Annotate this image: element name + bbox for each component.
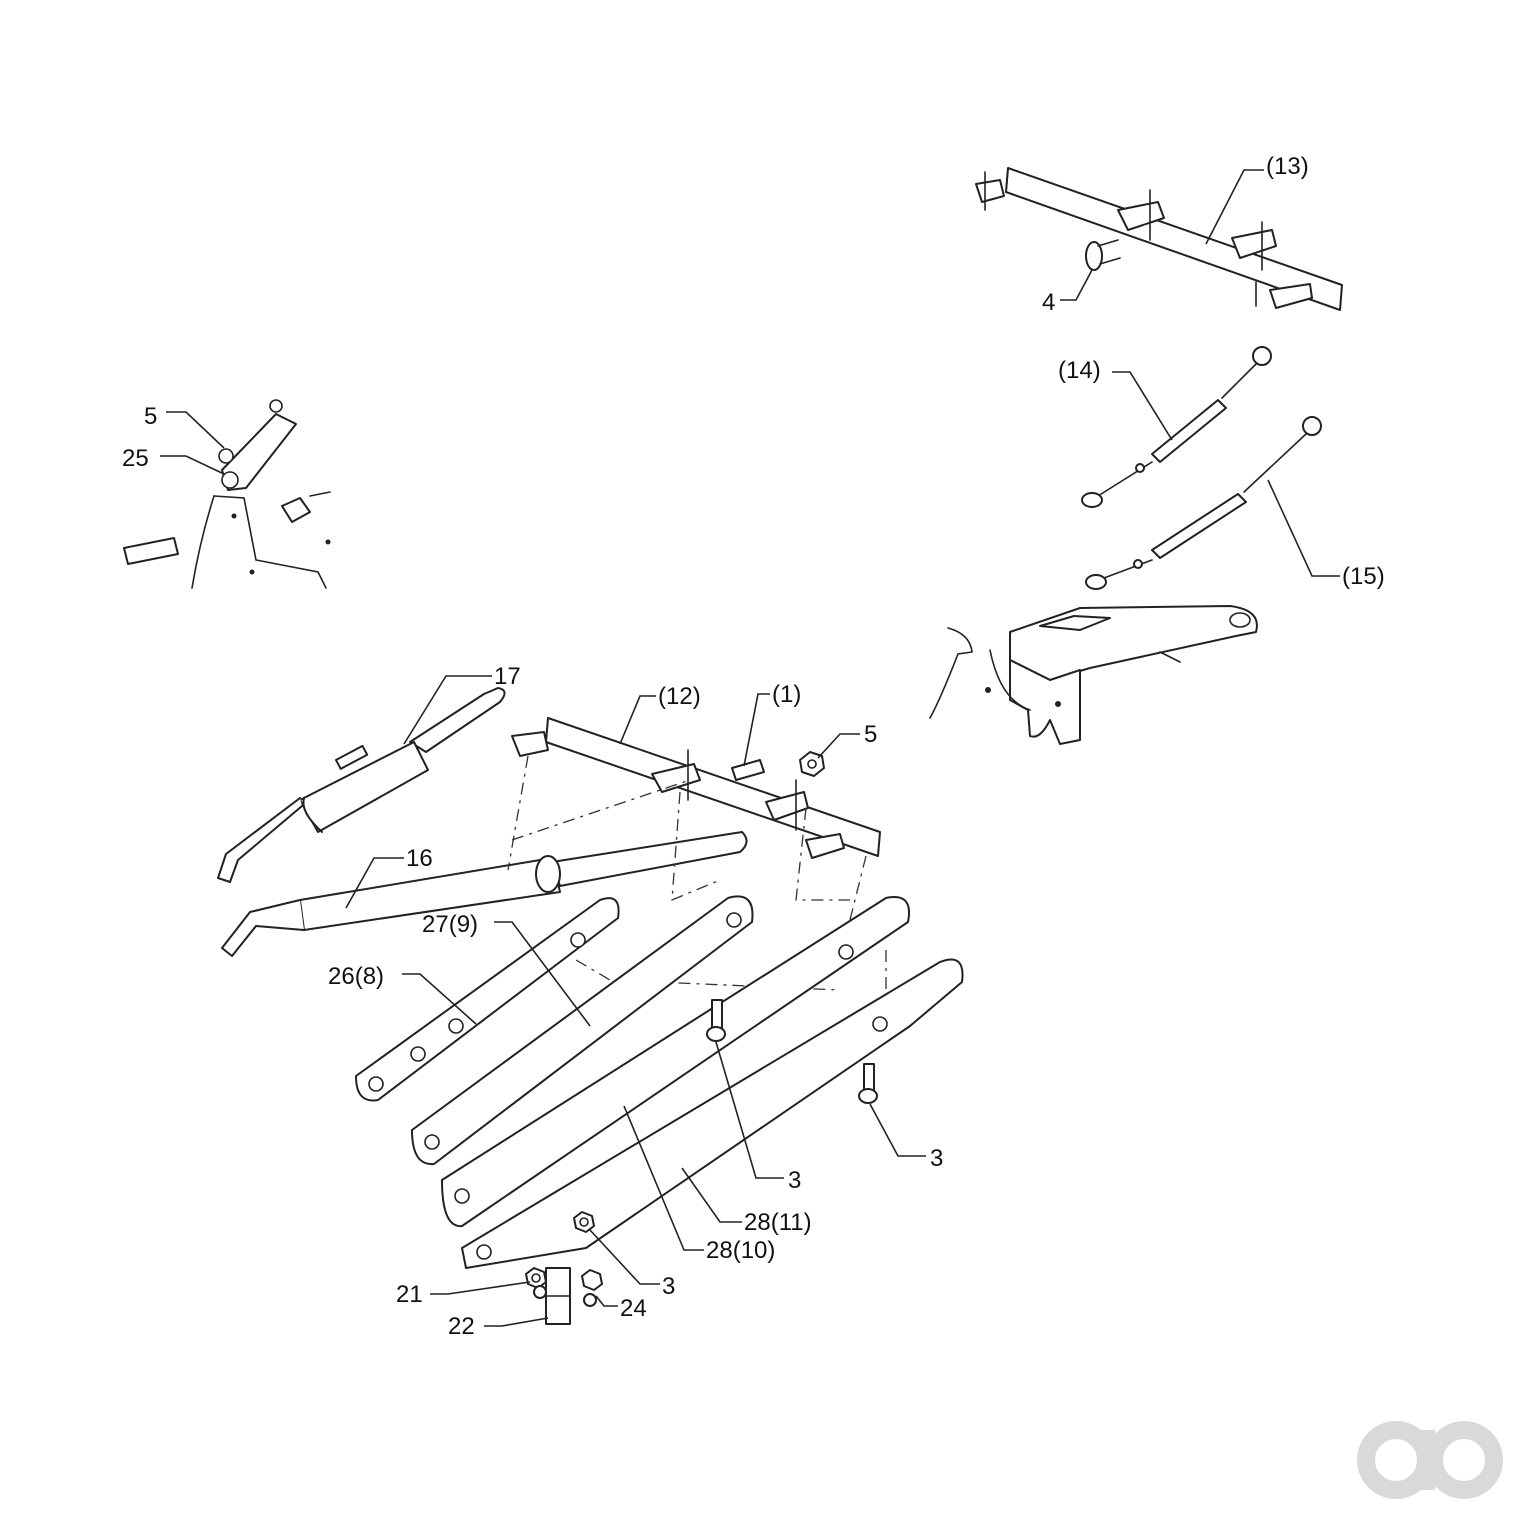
callout-26-8: 26(8) [328,963,384,990]
clamp-hardware [525,1211,603,1325]
callout-4: 4 [1042,289,1055,316]
callout-12: (12) [658,683,701,710]
mounting-detail [123,399,331,589]
bolt-3-right [858,1063,878,1104]
callout-3-right: 3 [930,1145,943,1172]
pin-1 [731,759,765,781]
tine-28-11 [461,958,964,1269]
callout-27-9: 27(9) [422,911,478,938]
lift-arm-bracket [929,605,1258,745]
callout-3-middle: 3 [788,1167,801,1194]
callout-21: 21 [396,1281,423,1308]
link-16 [221,831,748,957]
link-17 [217,687,506,883]
callout-3-lower: 3 [662,1273,675,1300]
brand-logo-icon [1357,1421,1503,1499]
callout-24: 24 [620,1295,647,1322]
callout-5-upper: 5 [144,403,157,430]
callout-28-11: 28(11) [744,1209,812,1236]
tine-26-8 [355,897,620,1102]
bolt-3-middle [706,999,726,1042]
callout-5-lower: 5 [864,721,877,748]
leader-lines [160,169,1340,1327]
tine-28-10 [441,896,910,1228]
callout-25: 25 [122,445,149,472]
callout-14: (14) [1058,357,1101,384]
cross-bar-13 [975,167,1343,311]
turnbuckle-15 [1085,416,1322,590]
turnbuckle-14 [1081,346,1272,508]
callout-labels: (13) 4 (14) (15) 5 25 17 (12) (1) 5 16 2… [122,153,1385,1340]
tine-27-9 [411,895,754,1166]
callout-1: (1) [772,681,801,708]
callout-16: 16 [406,845,433,872]
callout-28-10: 28(10) [706,1237,775,1264]
callout-13: (13) [1266,153,1309,180]
callout-15: (15) [1342,563,1385,590]
callout-22: 22 [448,1313,475,1340]
callout-17: 17 [494,663,521,690]
bolt-4 [1085,239,1121,271]
cross-bar-12 [511,717,881,859]
